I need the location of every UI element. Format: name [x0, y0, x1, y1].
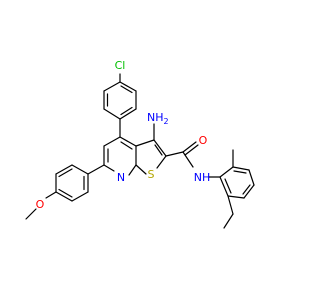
bond: [248, 169, 255, 186]
bond: [165, 151, 184, 157]
bond-inner: [242, 184, 251, 195]
bond-inner: [224, 178, 232, 194]
bond-inner: [154, 144, 163, 156]
bond: [227, 195, 245, 199]
bond: [119, 108, 137, 120]
bond: [103, 81, 121, 92]
bond: [156, 155, 167, 169]
bond: [119, 136, 137, 147]
bond: [55, 191, 73, 202]
bond-inner: [58, 168, 73, 178]
structure-canvas: Cl NH2 O NH N S O: [25, 59, 255, 229]
bond-inner: [58, 188, 73, 198]
bond: [87, 164, 105, 175]
bond: [119, 81, 137, 92]
bond-inner: [120, 141, 133, 150]
bond-inner: [120, 106, 133, 116]
bond: [184, 144, 199, 156]
bond: [135, 139, 155, 147]
amide-nh-label: NH: [194, 171, 211, 184]
bond: [103, 108, 121, 120]
bond: [182, 141, 197, 153]
thiophene-sulfur-label: S: [148, 168, 155, 181]
bond: [219, 166, 234, 178]
bond: [153, 139, 167, 157]
bond: [135, 164, 147, 175]
bond: [182, 151, 194, 168]
bond: [45, 191, 57, 199]
molecule-structure: Cl NH2 O NH N S O: [25, 59, 255, 229]
atom-label-layer: Cl NH2 O NH N S O: [36, 59, 211, 211]
methoxy-oxygen-label: O: [36, 198, 45, 211]
chlorine-label: Cl: [115, 59, 126, 72]
bond: [128, 164, 137, 176]
bond: [103, 164, 115, 172]
amine-label: NH2: [147, 111, 169, 126]
pyridine-nitrogen-label: N: [117, 171, 125, 184]
bond: [219, 176, 229, 197]
bond: [55, 164, 73, 175]
bond: [103, 136, 121, 147]
carbonyl-oxygen-label: O: [199, 134, 208, 147]
bond: [223, 213, 234, 229]
bond: [227, 195, 234, 215]
bond: [25, 208, 37, 220]
bond-layer: [25, 73, 255, 229]
bond-inner: [120, 85, 133, 94]
bond: [232, 166, 250, 171]
bond: [243, 184, 255, 199]
bond: [71, 164, 89, 175]
bond-inner: [233, 170, 247, 174]
bond: [71, 191, 89, 202]
